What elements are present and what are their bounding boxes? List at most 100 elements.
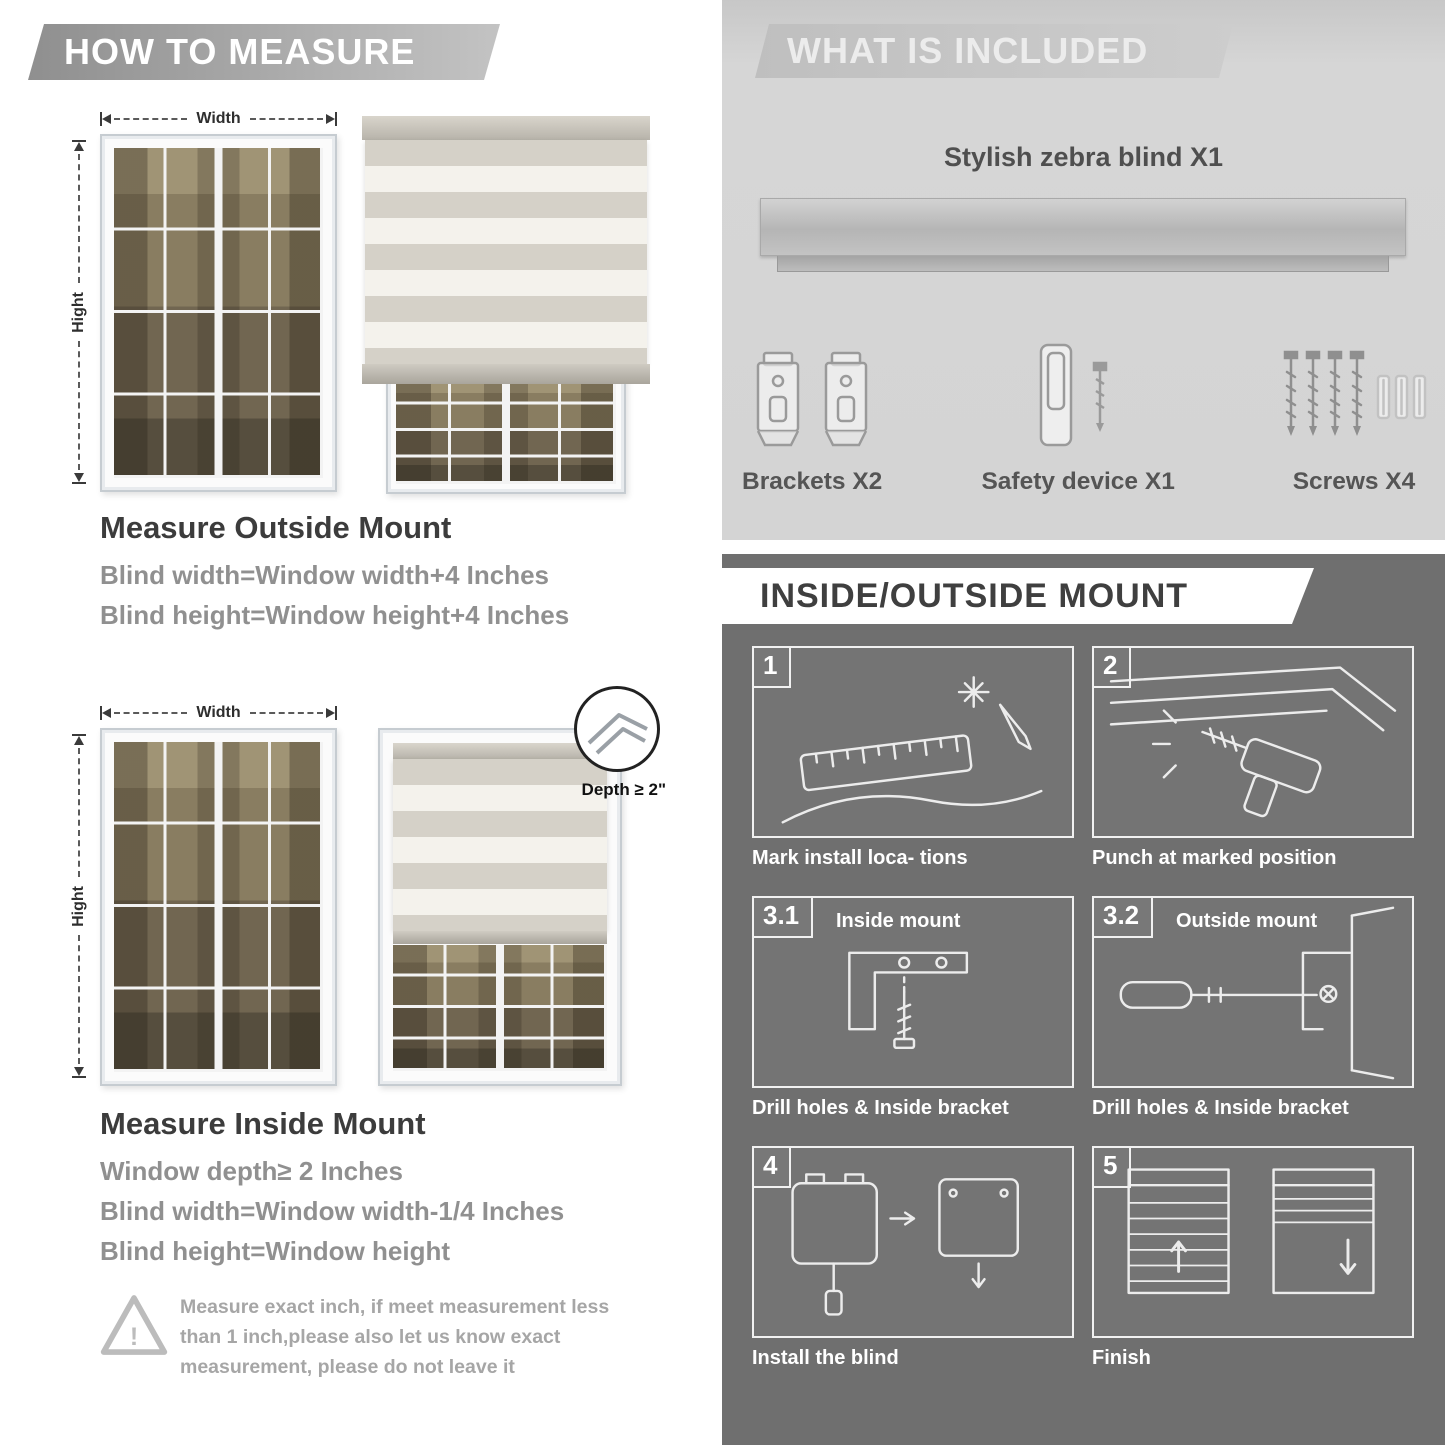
what-is-included-title: WHAT IS INCLUDED	[787, 30, 1149, 71]
step-caption: Punch at marked position	[1092, 847, 1337, 869]
width-arrow: Width	[100, 704, 337, 722]
width-arrow: Width	[100, 110, 337, 128]
inside-mount-height-formula: Blind height=Window height	[100, 1236, 450, 1266]
arrow-down-icon	[74, 473, 84, 482]
step-number: 3.1	[754, 898, 814, 938]
headrail-lip	[777, 256, 1389, 272]
inside-mount-depth-formula: Window depth≥ 2 Inches	[100, 1156, 403, 1186]
arrow-left-icon	[102, 708, 111, 718]
window-opening	[393, 743, 607, 1071]
arrow-tick	[100, 706, 102, 720]
step-number: 5	[1094, 1148, 1132, 1188]
item-safety-device: Safety device X1	[981, 326, 1175, 496]
step-5: 5 Finish	[1092, 1146, 1414, 1370]
arrow-left-icon	[102, 114, 111, 124]
how-to-measure-banner: HOW TO MEASURE	[28, 24, 500, 80]
arrow-right-icon	[326, 114, 335, 124]
arrow-up-icon	[74, 142, 84, 151]
arrow-dash	[78, 748, 80, 877]
arrow-dash	[114, 118, 188, 120]
step-sublabel: Outside mount	[1176, 910, 1318, 932]
step-caption: Drill holes & Inside bracket	[752, 1097, 1009, 1119]
zebra-blind-outside-mount-illustration	[362, 116, 650, 494]
arrow-tick	[100, 112, 102, 126]
screws-art	[1274, 326, 1434, 454]
arrow-dash	[249, 118, 323, 120]
inside-bracket-illustration	[848, 951, 969, 1050]
arrow-dash	[249, 712, 323, 714]
arrow-dash	[78, 935, 80, 1064]
triangle-outline	[100, 1295, 168, 1355]
width-label: Width	[196, 110, 241, 127]
arrow-tick	[72, 482, 86, 484]
step-number: 4	[754, 1148, 792, 1188]
bracket-icon	[824, 351, 868, 447]
screws-label: Screws X4	[1292, 468, 1416, 495]
height-arrow: Hight	[70, 140, 88, 484]
step-3-1-box: 3.1 Inside mount	[752, 896, 1074, 1088]
finish-blinds-illustration	[1127, 1168, 1375, 1295]
window-photo	[393, 945, 607, 1071]
arrow-up-icon	[74, 736, 84, 745]
window-photo	[114, 148, 323, 478]
blind-cassette	[362, 116, 650, 140]
warning-exclamation: !	[129, 1323, 139, 1351]
install-blind-illustration	[791, 1173, 1019, 1316]
what-is-included-banner: WHAT IS INCLUDED	[755, 24, 1233, 78]
mark-location-illustration	[781, 676, 1043, 824]
blind-cassette	[393, 743, 607, 759]
arrow-tick	[72, 140, 86, 142]
blind-bottom-rail	[362, 364, 650, 384]
step-caption: Finish	[1092, 1347, 1151, 1369]
height-label: Hight	[70, 291, 87, 333]
arrow-down-icon	[74, 1067, 84, 1076]
step-number: 3.2	[1094, 898, 1154, 938]
magnifier-icon	[574, 686, 660, 772]
warning-triangle-icon: !	[98, 1292, 170, 1358]
window-frame	[378, 728, 622, 1086]
window-photo	[114, 742, 323, 1072]
drill-illustration	[1109, 666, 1397, 818]
outside-bracket-illustration	[1119, 906, 1395, 1080]
blind-slats	[365, 140, 647, 364]
step-sublabel: Inside mount	[836, 910, 961, 932]
step-caption: Mark install loca- tions	[752, 847, 968, 869]
zebra-blind-inside-mount-illustration: Depth ≥ 2"	[378, 686, 666, 1086]
inside-outside-mount-banner: INSIDE/OUTSIDE MOUNT	[722, 568, 1314, 624]
arrow-right-icon	[326, 708, 335, 718]
included-items-row: Brackets X2 Safety device X1	[742, 326, 1434, 496]
arrow-dash	[78, 341, 80, 470]
step-2-box: 2	[1092, 646, 1414, 838]
brackets-label: Brackets X2	[742, 468, 883, 495]
arrow-tick	[335, 112, 337, 126]
warning-text: Measure exact inch, if meet measurement …	[180, 1296, 610, 1379]
item-brackets: Brackets X2	[742, 326, 882, 496]
step-1-box: 1	[752, 646, 1074, 838]
screws-icon	[1283, 350, 1427, 436]
inside-mount-title: Measure Inside Mount	[100, 1106, 426, 1141]
height-label: Hight	[70, 885, 87, 927]
arrow-dash	[114, 712, 188, 714]
zebra-blind-count-label: Stylish zebra blind X1	[943, 142, 1224, 172]
item-screws: Screws X4	[1274, 326, 1434, 496]
arrow-tick	[335, 706, 337, 720]
window-photo	[396, 378, 616, 484]
arrow-tick	[72, 1076, 86, 1078]
arrow-tick	[72, 734, 86, 736]
step-3-2-box: 3.2 Outside mount	[1092, 896, 1414, 1088]
step-4-box: 4	[752, 1146, 1074, 1338]
step-number: 2	[1094, 648, 1132, 688]
safety-device-icon	[1039, 343, 1108, 447]
bracket-icon	[756, 351, 800, 447]
headrail-top	[760, 198, 1406, 256]
blind-bottom-rail	[393, 931, 607, 944]
blind-slats	[393, 759, 607, 931]
brackets-art	[750, 326, 874, 454]
window-corner-detail	[587, 713, 648, 755]
height-arrow: Hight	[70, 734, 88, 1078]
window-illustration	[100, 728, 337, 1086]
depth-label: Depth ≥ 2"	[581, 780, 666, 799]
step-caption: Drill holes & Inside bracket	[1092, 1097, 1349, 1119]
width-label: Width	[196, 704, 241, 721]
